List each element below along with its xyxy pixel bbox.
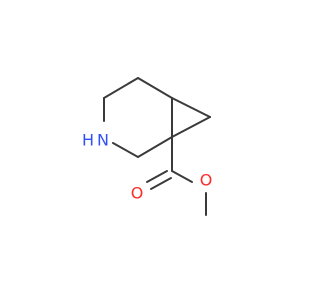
- atom-labels: H N O O: [82, 131, 212, 203]
- bond-c8-c2: [137, 136, 173, 158]
- bond-c5-c6: [103, 77, 139, 99]
- bond-c8-cyclopropane: [171, 116, 211, 138]
- bond-c7-cyclopropane: [171, 97, 211, 118]
- ester-oxygen-label: O: [200, 171, 213, 190]
- carbonyl-oxygen-label: O: [131, 184, 144, 203]
- bond-carbonyl-ester-oxygen: [171, 170, 193, 183]
- nitrogen-hydrogen-label: H: [82, 131, 94, 150]
- bond-carbonyl-double-a: [146, 170, 168, 183]
- bond-c5-c7: [137, 77, 173, 99]
- bond-carbonyl-double-b: [150, 177, 172, 190]
- bond-c2-n: [112, 142, 139, 158]
- nitrogen-label: N: [97, 131, 109, 150]
- molecule-structure: H N O O: [82, 77, 212, 216]
- bonds: [103, 77, 211, 216]
